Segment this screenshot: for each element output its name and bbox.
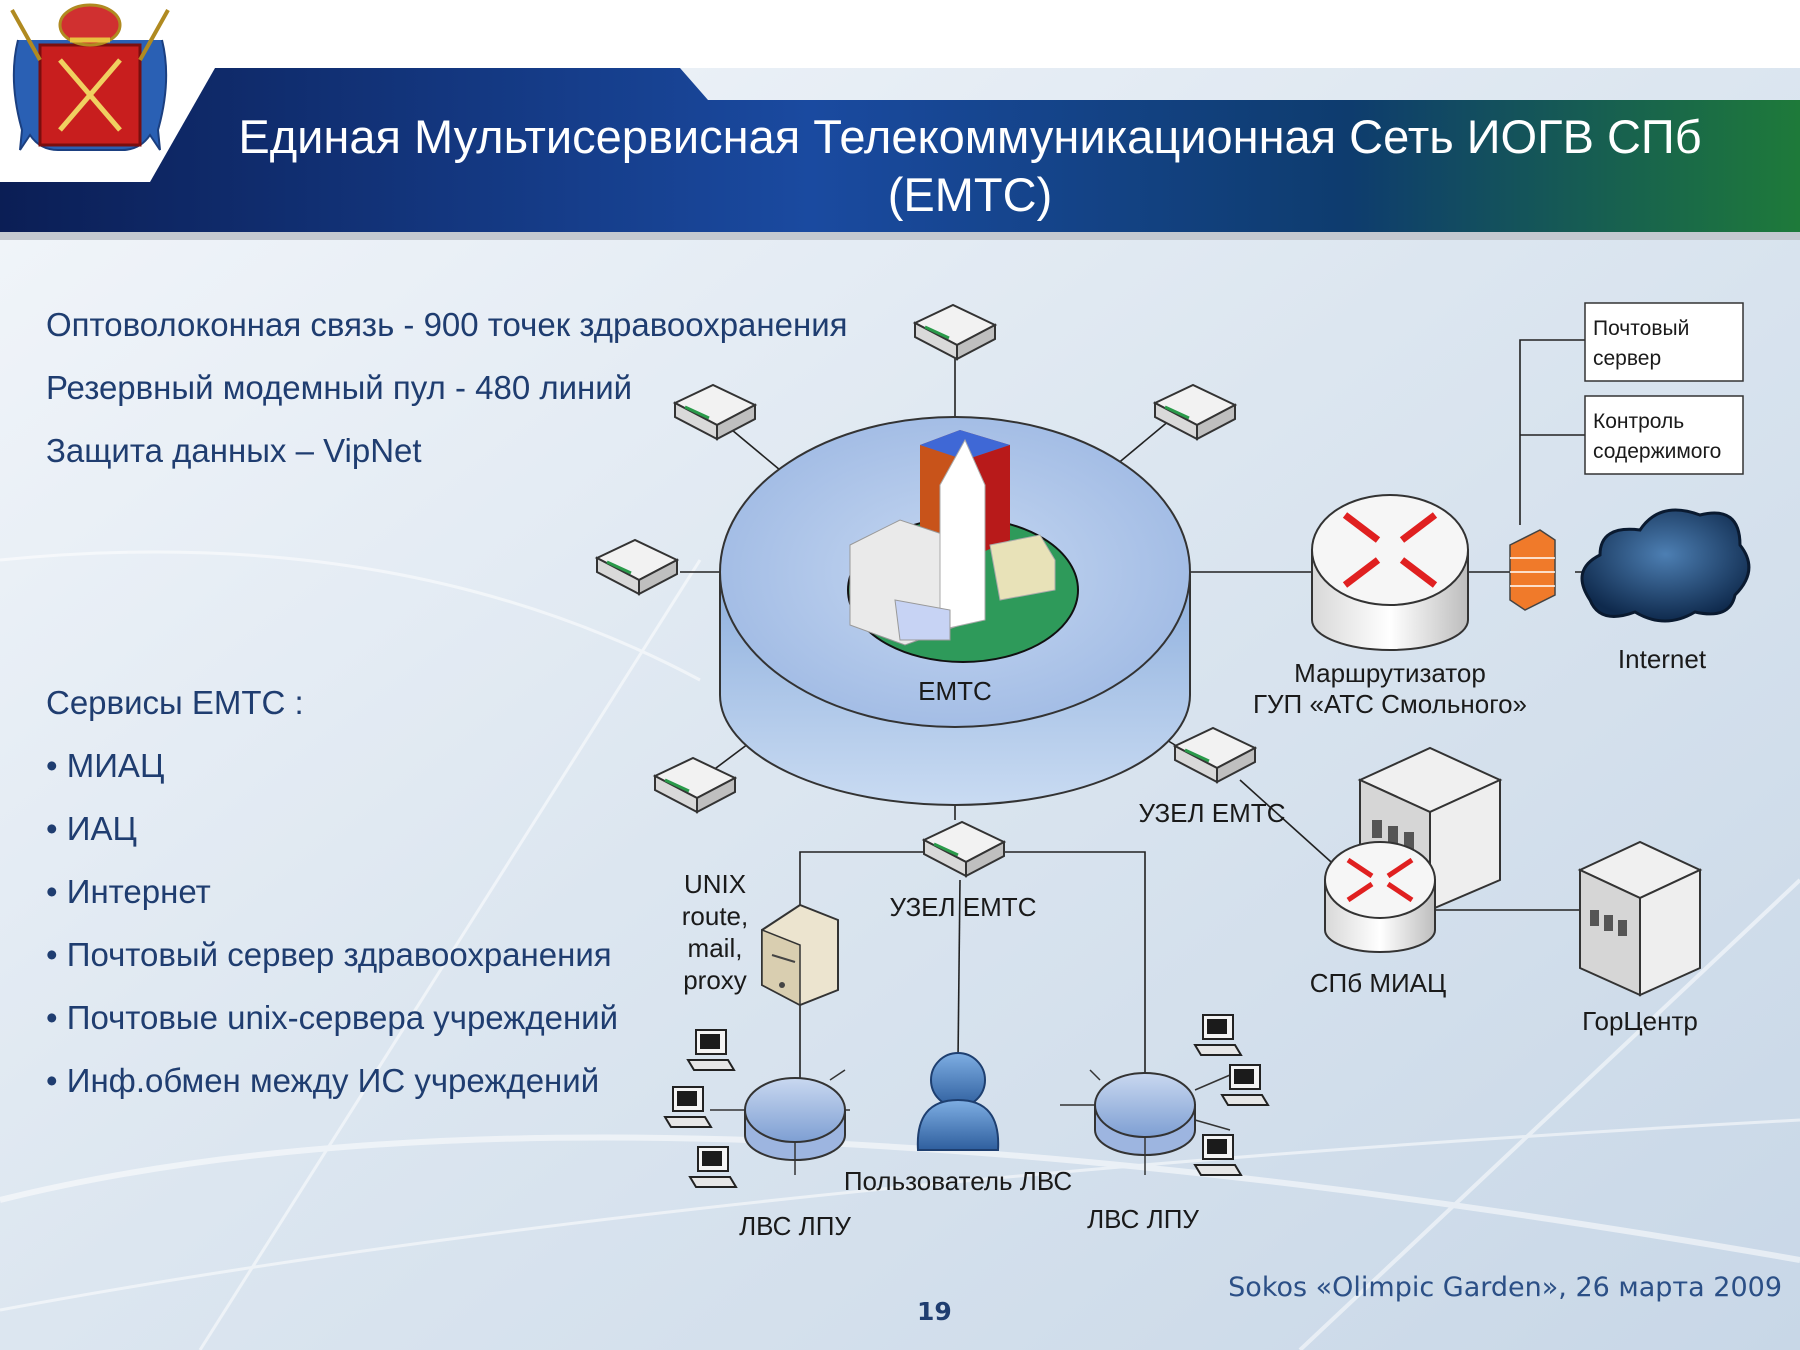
info-line-security: Защита данных – VipNet: [46, 432, 422, 469]
unix-label-1: UNIX: [684, 869, 746, 899]
unix-label-3: mail,: [688, 933, 743, 963]
lan-hub-right-icon: [1094, 1072, 1196, 1156]
lan-user-label: Пользователь ЛВС: [844, 1166, 1072, 1196]
info-line-fiber: Оптоволоконная связь - 900 точек здравоо…: [46, 306, 848, 343]
internet-cloud-icon: [1580, 508, 1751, 623]
content-control-label-1: Контроль: [1593, 410, 1684, 433]
service-item: • Инф.обмен между ИС учреждений: [46, 1062, 600, 1099]
lan-left-label: ЛВС ЛПУ: [739, 1211, 851, 1241]
core-label: ЕМТС: [918, 676, 992, 706]
service-item: • Интернет: [46, 873, 211, 910]
node-bottom-label: УЗЕЛ ЕМТС: [890, 892, 1037, 922]
router-icon: [1311, 494, 1469, 651]
node-right-label: УЗЕЛ ЕМТС: [1139, 798, 1286, 828]
router-label-1: Маршрутизатор: [1294, 658, 1486, 688]
internet-label: Internet: [1618, 644, 1707, 674]
slide-title: Единая Мультисервисная Телекоммуникацион…: [150, 108, 1790, 224]
mail-server-box: [1584, 302, 1744, 382]
firewall-icon: [1509, 529, 1556, 611]
service-item: • Почтовые unix-сервера учреждений: [46, 999, 619, 1036]
slide-title-line-1: Единая Мультисервисная Телекоммуникацион…: [238, 110, 1702, 163]
service-item: • Почтовый сервер здравоохранения: [46, 936, 612, 973]
gorcentr-building-icon: [1577, 840, 1703, 997]
mail-server-label-2: сервер: [1593, 347, 1661, 370]
footer-event: Sokos «Olimpic Garden», 26 марта 2009: [1228, 1272, 1782, 1303]
mail-server-label-1: Почтовый: [1593, 317, 1689, 340]
miac-router-icon: [1324, 841, 1436, 953]
unix-server-icon: [761, 903, 839, 1007]
info-line-modem: Резервный модемный пул - 480 линий: [46, 369, 633, 406]
gorcentr-label: ГорЦентр: [1582, 1006, 1698, 1036]
unix-label-2: route,: [682, 901, 749, 931]
unix-label-4: proxy: [683, 965, 747, 995]
content-control-box: [1584, 395, 1744, 475]
services-heading: Сервисы ЕМТС :: [46, 684, 304, 721]
content-control-label-2: содержимого: [1593, 440, 1721, 463]
coat-of-arms-logo: [10, 3, 170, 151]
router-label-2: ГУП «АТС Смольного»: [1253, 689, 1527, 719]
service-item: • МИАЦ: [46, 747, 165, 784]
lan-user-icon: [916, 1052, 1000, 1151]
emts-core-ring: [719, 416, 1191, 806]
service-item: • ИАЦ: [46, 810, 137, 847]
slide-title-line-2: (ЕМТС): [887, 168, 1053, 221]
miac-label: СПб МИАЦ: [1310, 968, 1447, 998]
lan-right-label: ЛВС ЛПУ: [1087, 1204, 1199, 1234]
page-number: 19: [917, 1297, 952, 1326]
